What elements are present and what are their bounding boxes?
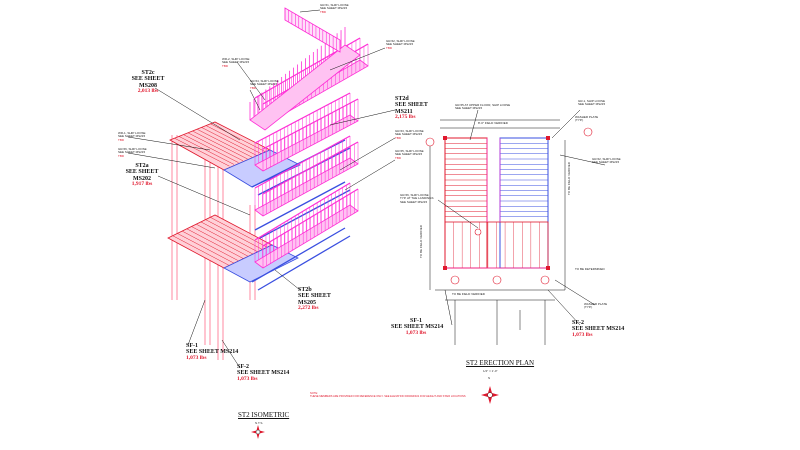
callout-sheet: SEE SHEET [298, 293, 331, 300]
plan-dim-left: TO BE FIELD VERIFIED [419, 225, 423, 258]
plan-dim-bottom: TO BE FIELD VERIFIED [452, 292, 485, 296]
iso-leaders [127, 9, 396, 369]
callout-name: ST2d [395, 96, 409, 102]
plan-compass [481, 386, 499, 404]
callout-weight: 2,175 lbs [395, 113, 416, 120]
plan-dim-right-lower: TO BE DETERMINED [575, 267, 605, 271]
iso-scale: N.T.S. [255, 421, 264, 425]
callout-ref: MS205 [298, 299, 316, 306]
landing-grating-line [178, 136, 235, 165]
flight-1 [254, 182, 359, 269]
callout-sheet: SEE SHEET MS214 [237, 370, 290, 377]
landing-grating-line [210, 123, 266, 153]
callout-weight: 1,917 lbs [131, 180, 153, 187]
landing-grating-line [183, 134, 239, 163]
plan-dim-top: 8'-0" FIELD VERIFIED [478, 121, 508, 125]
landing-grating-line [196, 223, 254, 255]
landing-grating-line [200, 221, 259, 253]
callout-sheet: SEE SHEET [186, 349, 219, 356]
callout-ref: MS214 [220, 349, 239, 356]
landing-grating-line [186, 228, 244, 260]
grid-bubbles [425, 127, 593, 285]
landing-grating-line [201, 127, 257, 156]
callout-ref: MS208 [139, 82, 157, 89]
callout-ref: MS211 [395, 108, 413, 115]
callout-weight: 2,013 lbs [137, 87, 159, 94]
plan-north: N [488, 376, 491, 380]
plan-dim-right: TO BE FIELD VERIFIED [567, 162, 571, 195]
plan-note-washer-top: WASHER PLATE(TYP.) [575, 115, 599, 123]
isometric-view [127, 7, 396, 439]
callout-st2b: ST2b SEE SHEET MS205 2,272 lbs [298, 287, 338, 312]
callout-name: ST2a [135, 163, 149, 169]
callout-st2a: ST2a SEE SHEET MS202 1,917 lbs [122, 163, 162, 188]
landing-grating-line [210, 217, 268, 248]
callout-ref: MS202 [133, 175, 151, 182]
callout-weight: 1,073 lbs [237, 375, 258, 382]
callout-sf2: SF-2 SEE SHEET MS214 1,073 lbs [237, 364, 289, 382]
callout-weight: 2,272 lbs [298, 304, 319, 311]
flight-2 [254, 135, 359, 217]
landing-grating-line [181, 230, 240, 262]
iso-title: ST2 ISOMETRIC [238, 411, 290, 419]
plan-view [425, 109, 606, 404]
callout-sheet: SEE SHEET [395, 102, 428, 109]
callout-st2c: ST2c SEE SHEET MS208 2,013 lbs [128, 70, 168, 95]
callout-sheet: SEE SHEET [131, 76, 165, 83]
landing-grating-line [191, 226, 249, 257]
footnote: NOTE: THESE MEMBERS ARE PROVIDED FOR REF… [310, 392, 466, 399]
callout-sf1: SF-1 SEE SHEET MS214 1,073 lbs [186, 343, 238, 361]
iso-compass [251, 425, 265, 439]
plan-callout-sf2: SF-2 SEE SHEET MS214 1,073 lbs [572, 320, 625, 338]
callout-weight: 1,073 lbs [186, 354, 207, 361]
callout-name: SF-1 [186, 343, 198, 349]
plan-columns [443, 136, 550, 270]
landing-grating-line [174, 137, 230, 167]
callout-name: ST2c [141, 70, 155, 76]
plan-note-washer-bottom: WASHER PLATE(TYP.) [584, 302, 608, 310]
landing-grating-line [187, 132, 244, 162]
callout-name: SF-2 [237, 364, 249, 370]
landing-grating-line [192, 130, 248, 160]
plan-scale: 1/4" = 1'-0" [483, 369, 498, 373]
plan-title: ST2 ERECTION PLAN [466, 359, 535, 367]
landing-grating-line [172, 235, 230, 266]
callout-sheet: SEE SHEET [125, 169, 159, 176]
callout-st2d: ST2d SEE SHEET MS211 2,175 lbs [395, 96, 435, 121]
landing-grating-line [196, 128, 253, 158]
plan-callout-sf1: SF-1 SEE SHEET MS214 1,073 lbs [391, 318, 444, 336]
landing-grating-line [205, 125, 262, 154]
flight-3 [254, 92, 359, 172]
landing-grating-line [205, 219, 263, 250]
callout-name: ST2b [298, 287, 312, 293]
landing-grating-line [177, 233, 235, 264]
